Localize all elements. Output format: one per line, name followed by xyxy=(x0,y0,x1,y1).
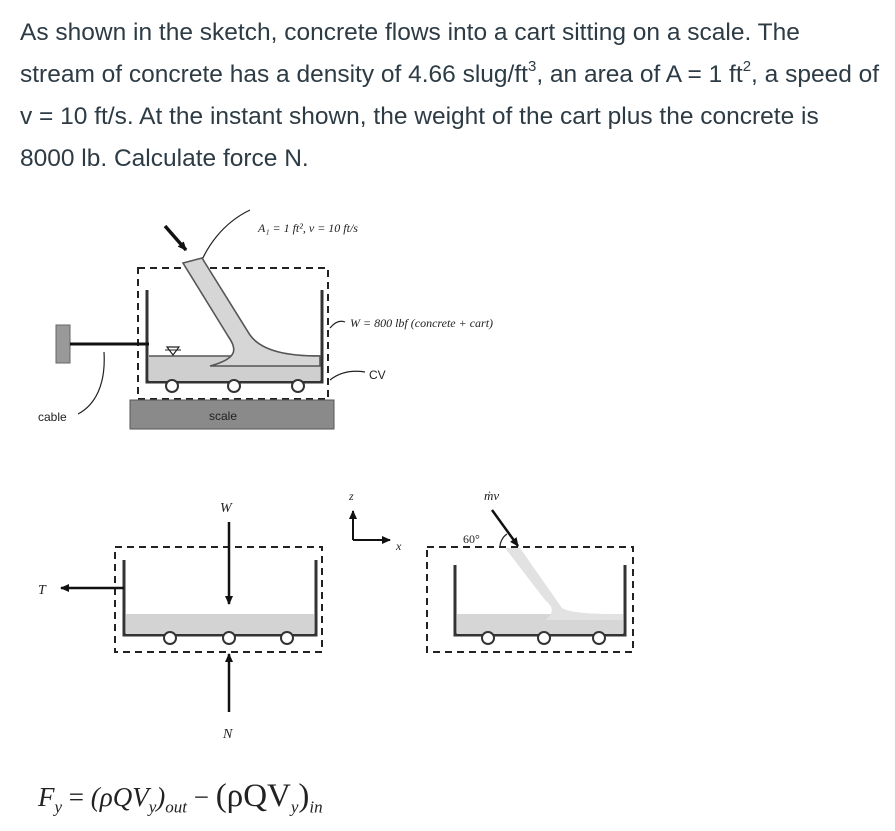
top-sketch: A₁ = 1 ft², v = 10 ft/s scale cable W = … xyxy=(38,209,493,430)
cv-label: CV xyxy=(369,368,386,382)
sketch-svg: A₁ = 1 ft², v = 10 ft/s scale cable W = … xyxy=(38,209,634,742)
weight-force-label: W xyxy=(220,501,233,516)
eq-term2: (ρQV xyxy=(215,778,291,814)
normal-force-label: N xyxy=(222,727,233,742)
problem-text-2: , an area of A = 1 ft xyxy=(536,61,743,88)
superscript-3: 3 xyxy=(527,58,537,75)
area-velocity-label: A₁ = 1 ft², v = 10 ft/s xyxy=(257,221,358,235)
momentum-control-volume-box xyxy=(426,546,634,653)
weight-label: W = 800 lbf (concrete + cart) xyxy=(350,316,493,330)
sketch-figure: A₁ = 1 ft², v = 10 ft/s scale cable W = … xyxy=(0,190,895,831)
eq-minus: − xyxy=(187,782,216,812)
fbd-wheel xyxy=(163,631,177,645)
scale-label: scale xyxy=(209,409,237,423)
level-symbol xyxy=(165,346,181,356)
wheel xyxy=(165,379,179,393)
momentum-wheel xyxy=(537,631,551,645)
eq-term1: (ρQV xyxy=(90,782,149,812)
coordinate-axes: z x xyxy=(348,489,402,553)
superscript-2: 2 xyxy=(742,58,752,75)
problem-text-1: As shown in the sketch, concrete flows i… xyxy=(20,19,800,88)
eq-term2-sub: y xyxy=(290,797,299,817)
weight-leader-line xyxy=(329,320,346,329)
fbd-wheel xyxy=(222,631,236,645)
eq-term1-close: ) xyxy=(156,782,166,812)
eq-in-sub: in xyxy=(309,797,323,817)
eq-term1-sub: y xyxy=(148,797,157,817)
scale-platform xyxy=(129,399,335,430)
eq-lhs: F xyxy=(38,782,55,812)
momentum-equation: Fy = (ρQVy)out − (ρQVy)in xyxy=(38,778,323,817)
eq-out-sub: out xyxy=(165,797,188,817)
fbd-wheel xyxy=(280,631,294,645)
fbd-cart-body xyxy=(122,560,318,637)
control-volume-box xyxy=(137,267,329,400)
eq-equals: = xyxy=(62,782,91,812)
cv-leader-line xyxy=(329,370,366,381)
momentum-flux-arrow xyxy=(490,509,520,547)
z-axis-label: z xyxy=(348,489,354,503)
free-body-diagram: W T N xyxy=(38,501,323,742)
x-axis-label: x xyxy=(395,539,402,553)
momentum-flux-label: ṁv xyxy=(484,488,499,503)
momentum-wheel xyxy=(481,631,495,645)
angle-label: 60° xyxy=(463,532,480,546)
wheel xyxy=(291,379,305,393)
cable-label: cable xyxy=(38,410,67,424)
fbd-concrete-pool xyxy=(126,614,314,634)
cable-leader-line xyxy=(77,351,105,415)
angle-arc xyxy=(499,533,508,549)
tension-force-label: T xyxy=(38,583,47,598)
wall-anchor xyxy=(55,324,71,364)
eq-term2-close: ) xyxy=(298,778,310,814)
momentum-wheel xyxy=(592,631,606,645)
momentum-concrete-stream xyxy=(505,548,623,620)
momentum-diagram: ṁv 60° xyxy=(426,488,634,653)
wheel xyxy=(227,379,241,393)
concrete-stream xyxy=(181,257,321,367)
problem-statement: As shown in the sketch, concrete flows i… xyxy=(20,12,880,180)
flow-direction-arrow xyxy=(163,224,188,252)
problem-text-3: , a speed of v = 10 ft/s. At the instant… xyxy=(20,61,880,172)
eq-lhs-sub: y xyxy=(54,797,63,817)
